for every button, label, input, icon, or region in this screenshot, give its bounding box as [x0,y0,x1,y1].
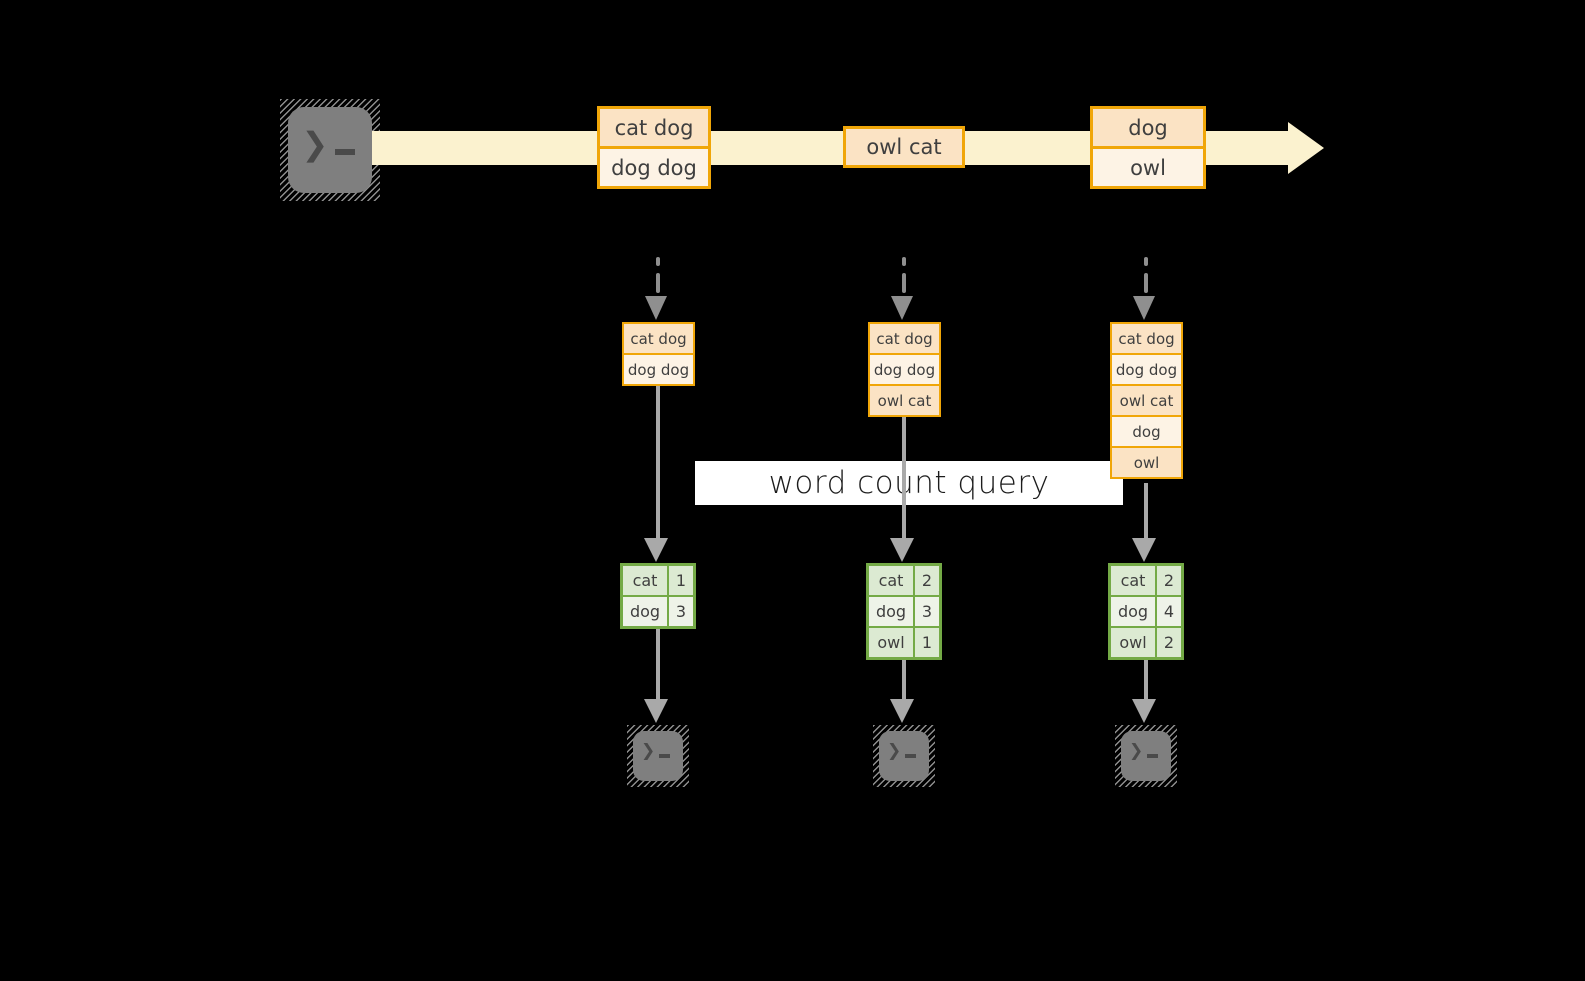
stream-arrow-head-icon [1288,122,1324,174]
connector-line [1144,483,1148,538]
count-value: 1 [667,566,693,595]
connector-line [1144,660,1148,699]
dashed-arrow-segment [1144,273,1148,293]
terminal-prompt: ❯ [1129,741,1159,761]
connector-line [656,386,660,538]
stream-event-box-2: owl cat [843,126,965,168]
down-arrowhead-icon [890,699,914,723]
prompt-chevron-icon: ❯ [301,124,329,163]
count-value: 1 [913,628,939,657]
dashed-arrow-segment [1144,257,1148,266]
count-word: dog [869,597,913,626]
down-arrowhead-icon [644,699,668,723]
buffer-record: owl cat [1112,384,1181,415]
count-row: cat 2 [1111,566,1181,595]
buffer-record: dog dog [870,353,939,384]
down-arrowhead-icon [1132,699,1156,723]
terminal-prompt: ❯ [887,741,917,761]
dashed-arrow-segment [656,257,660,266]
count-word: cat [1111,566,1155,595]
count-word: owl [1111,628,1155,657]
event-buffer-stack-3: cat dog dog dog owl cat dog owl [1110,322,1183,479]
dashed-arrow-segment [902,257,906,266]
source-terminal-icon: ❯ [280,99,380,201]
stream-event-record: owl [1093,146,1203,186]
stream-event-record: owl cat [846,129,962,165]
output-terminal-icon-2: ❯ [873,725,935,787]
output-terminal-icon-3: ❯ [1115,725,1177,787]
count-table-1: cat 1 dog 3 [620,563,696,629]
count-word: cat [869,566,913,595]
terminal-prompt: ❯ [641,741,671,761]
prompt-chevron-icon: ❯ [1129,741,1144,761]
count-word: dog [1111,597,1155,626]
terminal-screen: ❯ [1121,731,1171,781]
count-value: 2 [1155,566,1181,595]
connector-line [656,629,660,699]
count-row: cat 2 [869,566,939,595]
count-value: 3 [913,597,939,626]
count-table-3: cat 2 dog 4 owl 2 [1108,563,1184,660]
dashed-arrow-segment [656,273,660,293]
prompt-cursor-icon [335,148,356,155]
count-row: owl 2 [1111,626,1181,657]
down-arrowhead-icon [645,296,667,320]
count-word: cat [623,566,667,595]
buffer-record: dog dog [624,353,693,384]
stream-event-record: dog [1093,109,1203,146]
buffer-record: dog [1112,415,1181,446]
count-table-2: cat 2 dog 3 owl 1 [866,563,942,660]
buffer-record: cat dog [624,324,693,353]
down-arrowhead-icon [891,296,913,320]
count-row: cat 1 [623,566,693,595]
terminal-screen: ❯ [288,107,372,193]
down-arrowhead-icon [1133,296,1155,320]
buffer-record: cat dog [1112,324,1181,353]
count-word: owl [869,628,913,657]
down-arrowhead-icon [644,538,668,562]
count-value: 4 [1155,597,1181,626]
count-row: owl 1 [869,626,939,657]
stream-event-box-3: dog owl [1090,106,1206,189]
stream-event-box-1: cat dog dog dog [597,106,711,189]
stream-event-record: dog dog [600,146,708,186]
output-terminal-icon-1: ❯ [627,725,689,787]
count-row: dog 3 [869,595,939,626]
prompt-cursor-icon [659,754,671,758]
down-arrowhead-icon [1132,538,1156,562]
terminal-prompt: ❯ [301,124,356,163]
prompt-chevron-icon: ❯ [887,741,902,761]
buffer-record: owl [1112,446,1181,477]
dashed-arrow-segment [902,273,906,293]
connector-line [902,660,906,699]
buffer-record: cat dog [870,324,939,353]
count-value: 2 [913,566,939,595]
terminal-screen: ❯ [879,731,929,781]
count-value: 2 [1155,628,1181,657]
event-buffer-stack-1: cat dog dog dog [622,322,695,386]
buffer-record: owl cat [870,384,939,415]
query-label-banner: word count query [695,461,1123,505]
count-value: 3 [667,597,693,626]
down-arrowhead-icon [890,538,914,562]
connector-line [902,417,906,538]
terminal-screen: ❯ [633,731,683,781]
stream-event-record: cat dog [600,109,708,146]
prompt-cursor-icon [905,754,917,758]
prompt-cursor-icon [1147,754,1159,758]
count-word: dog [623,597,667,626]
buffer-record: dog dog [1112,353,1181,384]
count-row: dog 3 [623,595,693,626]
event-buffer-stack-2: cat dog dog dog owl cat [868,322,941,417]
prompt-chevron-icon: ❯ [641,741,656,761]
count-row: dog 4 [1111,595,1181,626]
